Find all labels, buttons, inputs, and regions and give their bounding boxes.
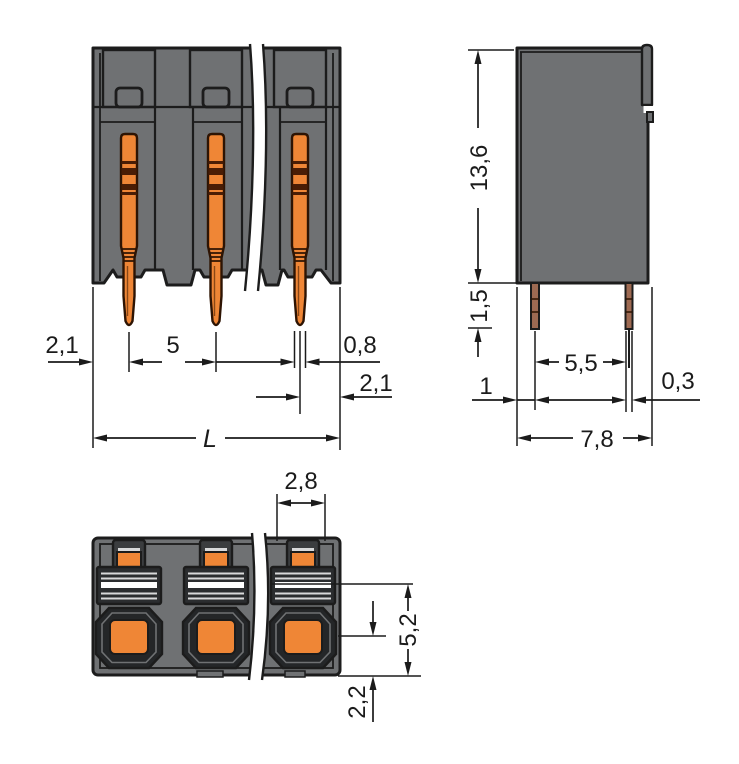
dim-side-pin-thickness-label: 0,3 xyxy=(661,368,694,395)
top-pole-2 xyxy=(181,538,251,670)
side-pin-right xyxy=(624,282,634,368)
top-pole-3 xyxy=(268,538,338,670)
dim-top-clamp-depth-label: 5,2 xyxy=(395,613,422,646)
side-pin-left xyxy=(530,282,540,330)
front-pin-2 xyxy=(206,132,226,327)
front-pin-1 xyxy=(119,132,139,327)
dim-front-right-margin-label: 2,1 xyxy=(359,370,392,397)
side-housing-body xyxy=(515,46,650,285)
dim-side-depth-label: 7,8 xyxy=(580,426,613,453)
pushbutton xyxy=(203,551,229,568)
break-line-top xyxy=(247,532,270,681)
pushbutton xyxy=(116,551,142,568)
top-dimensions: 2,8 5,2 2,2 xyxy=(270,468,422,722)
dim-side-pin-protrusion-label: 1,5 xyxy=(466,289,493,322)
dim-front-pitch-label: 5 xyxy=(166,332,179,359)
wire-port xyxy=(109,619,149,655)
dim-top-port-offset-label: 2,2 xyxy=(344,685,371,718)
side-housing-notch xyxy=(643,106,655,113)
housing-foot xyxy=(196,670,224,678)
top-view: 2,8 5,2 2,2 xyxy=(91,468,422,722)
dim-side-edge-to-pin-label: 1 xyxy=(479,373,492,400)
top-pole-1 xyxy=(94,538,164,670)
side-housing-tooth xyxy=(646,111,654,123)
pushbutton xyxy=(290,551,316,568)
dim-side-pin-spacing-label: 5,5 xyxy=(564,350,597,377)
side-view: 13,6 1,5 1 5,5 0,3 7,8 xyxy=(466,43,700,453)
dim-front-pin-width-label: 0,8 xyxy=(343,332,376,359)
wire-port xyxy=(283,619,323,655)
front-view: 2,1 5 0,8 2,1 L xyxy=(45,43,393,453)
break-line-front xyxy=(243,43,268,292)
side-housing-ridge xyxy=(640,43,654,107)
side-dimensions: 13,6 1,5 1 5,5 0,3 7,8 xyxy=(466,49,700,453)
front-dimensions: 2,1 5 0,8 2,1 L xyxy=(45,287,393,453)
wire-port xyxy=(196,619,236,655)
front-housing-details xyxy=(93,48,340,281)
dim-front-left-margin-label: 2,1 xyxy=(45,332,78,359)
front-pin-3 xyxy=(290,132,310,327)
housing-foot xyxy=(284,670,306,678)
dim-top-clamp-width-label: 2,8 xyxy=(284,468,317,495)
dim-front-length-label: L xyxy=(203,425,217,453)
dim-side-height-label: 13,6 xyxy=(466,145,493,192)
